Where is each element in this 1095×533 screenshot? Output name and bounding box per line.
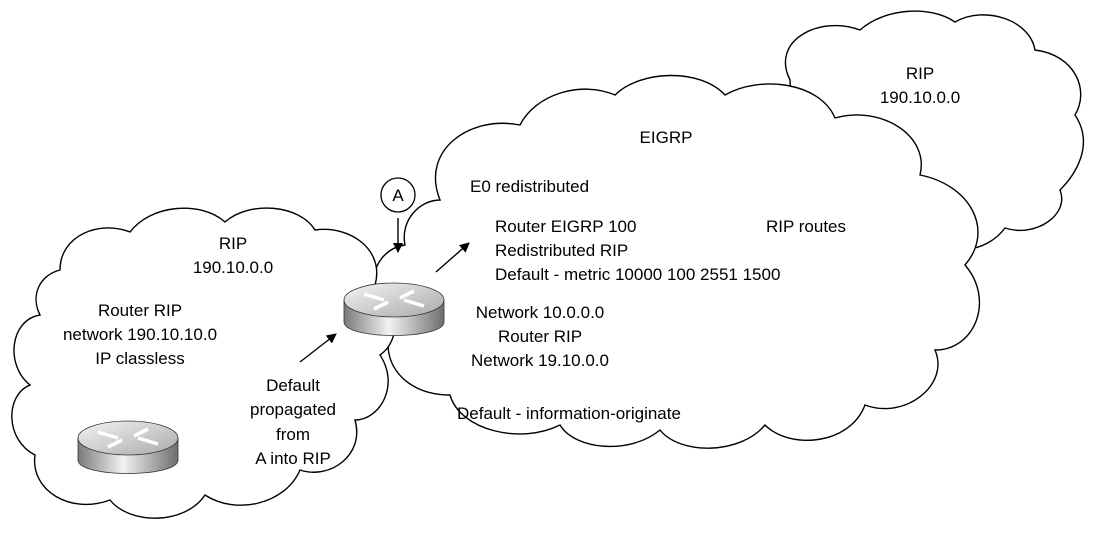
rip-routes-label: RIP routes [766, 217, 846, 236]
marker-a-circle [380, 177, 416, 213]
eigrp-config-line: Router EIGRP 100 [495, 217, 636, 236]
left-cloud-protocol: RIP [219, 234, 247, 253]
left-cloud-network: 190.10.0.0 [193, 258, 273, 277]
default-note-line: from [276, 425, 310, 444]
arrow-default-to-router-a [299, 333, 337, 363]
middle-cloud-protocol: EIGRP [640, 128, 693, 147]
left-cloud-config-line: IP classless [95, 349, 184, 368]
eigrp-config-line: Default - metric 10000 100 2551 1500 [495, 265, 780, 284]
left-cloud-config-line: Router RIP [98, 301, 182, 320]
left-cloud-config-line: network 190.10.10.0 [63, 325, 217, 344]
rip-config-line: Network 10.0.0.0 [476, 303, 605, 322]
right-cloud-protocol: RIP [906, 64, 934, 83]
marker-a-label: A [392, 186, 404, 205]
rip-config-line: Network 19.10.0.0 [471, 351, 609, 370]
default-information-originate: Default - information-originate [457, 404, 681, 423]
cloud-middle-eigrp [372, 74, 981, 449]
rip-config-line: Router RIP [498, 327, 582, 346]
router-icon [343, 282, 445, 336]
e0-redistributed-note: E0 redistributed [470, 177, 589, 196]
cloud-left-rip [11, 207, 396, 519]
default-note-line: A into RIP [255, 449, 331, 468]
arrow-to-eigrp [435, 242, 470, 273]
router-icon [77, 420, 179, 474]
eigrp-config-line: Redistributed RIP [495, 241, 628, 260]
default-note-line: Default [266, 376, 320, 395]
right-cloud-network: 190.10.0.0 [880, 88, 960, 107]
default-note-line: propagated [250, 400, 336, 419]
